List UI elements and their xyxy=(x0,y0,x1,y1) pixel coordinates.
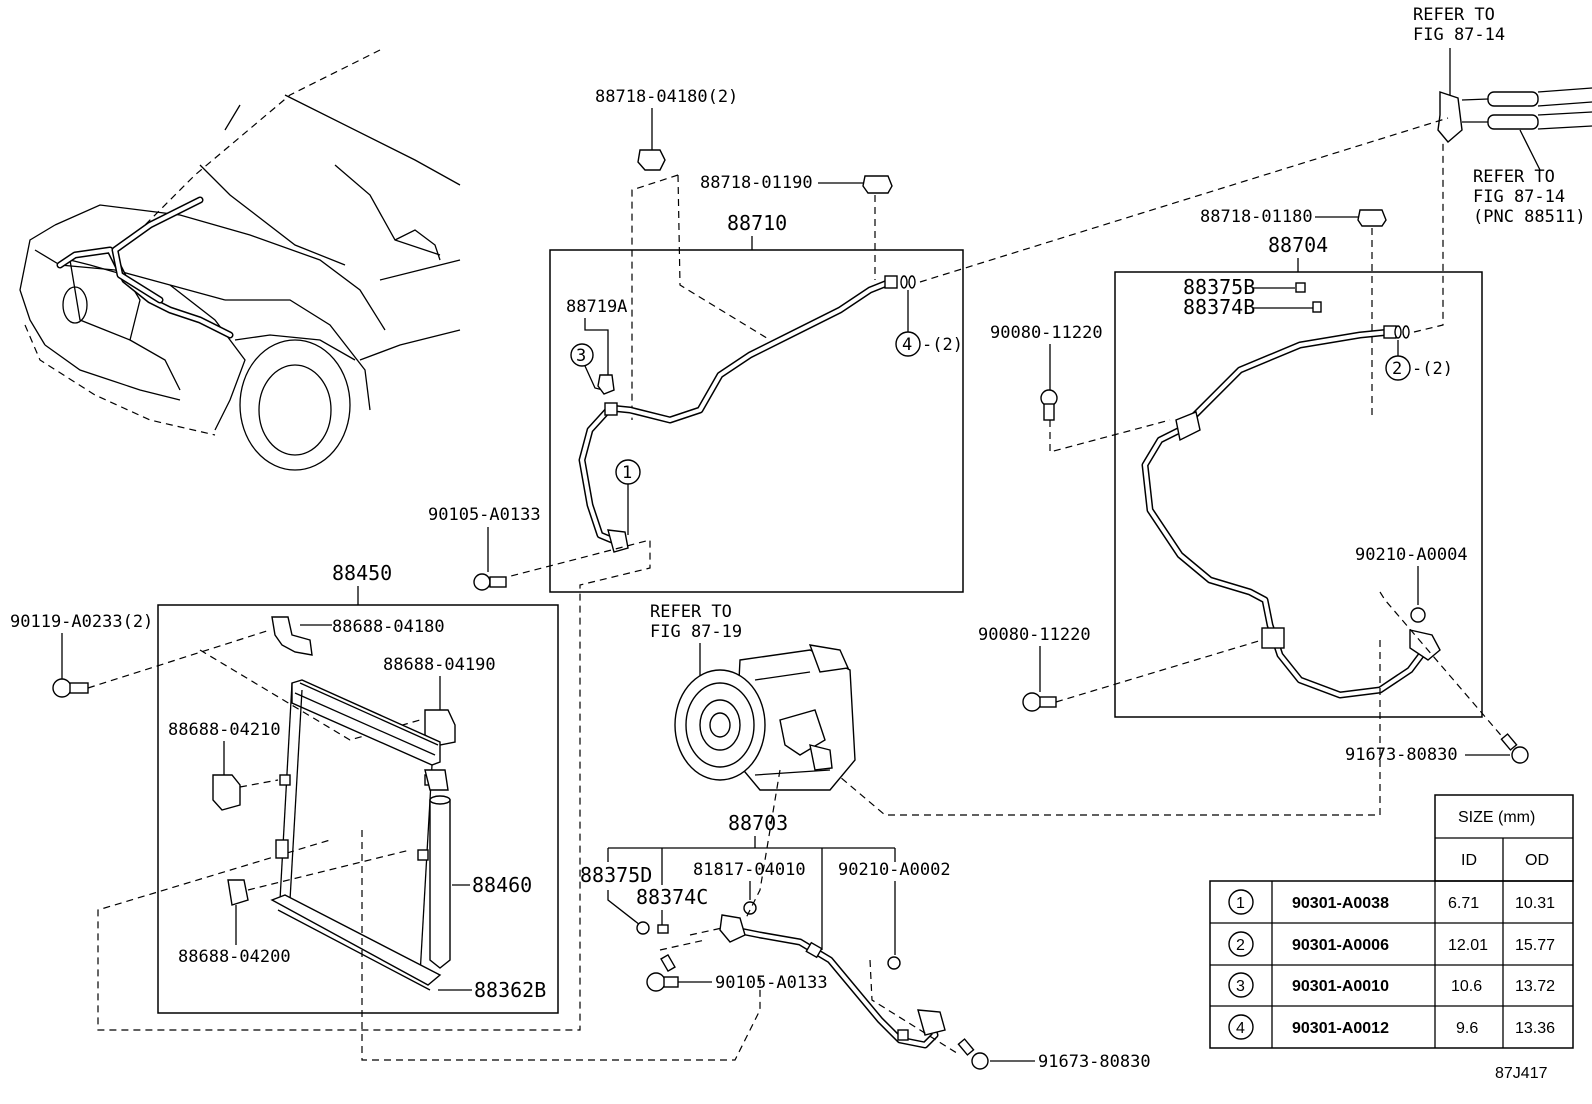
size-table-row: 2 90301-A0006 12.01 15.77 xyxy=(1228,931,1555,957)
part-number-88703: 88703 xyxy=(728,811,788,835)
part-number-90210-a0004: 90210-A0004 xyxy=(1355,545,1468,565)
refer-fig-87-14-side: REFER TO FIG 87-14 (PNC 88511) xyxy=(1473,167,1586,227)
refer-fig-87-14-top: REFER TO FIG 87-14 xyxy=(1413,5,1505,95)
label-88688-04200: 88688-04200 xyxy=(178,849,411,967)
row-id: 10.6 xyxy=(1451,978,1482,995)
part-number-90105-a0133: 90105-A0133 xyxy=(715,973,828,993)
refer-text-line1: REFER TO xyxy=(1473,167,1555,187)
label-88718-04180: 88718-04180(2) xyxy=(595,87,738,171)
size-table-row: 1 90301-A0038 6.71 10.31 xyxy=(1228,889,1555,915)
label-90080-11220-a: 90080-11220 xyxy=(990,323,1171,453)
part-number-88718-04180: 88718-04180(2) xyxy=(595,87,738,107)
part-number-88374b: 88374B xyxy=(1183,295,1255,319)
label-90080-11220-b: 90080-11220 xyxy=(978,625,1263,712)
part-number-88710: 88710 xyxy=(727,211,787,235)
refer-text-line2: FIG 87-14 xyxy=(1473,187,1565,207)
part-number-81817-04010: 81817-04010 xyxy=(693,860,806,880)
label-91673-80830-b: 91673-80830 xyxy=(957,1038,1151,1072)
part-number-88450: 88450 xyxy=(332,561,392,585)
condenser-core xyxy=(275,679,441,976)
callout-3 xyxy=(570,343,594,367)
label-90210-a0004: 90210-A0004 xyxy=(1355,545,1506,741)
size-table-row: 4 90301-A0012 9.6 13.36 xyxy=(1228,1014,1555,1040)
receiver-dryer: 88460 xyxy=(424,769,532,969)
label-90105-a0133-a: 90105-A0133 xyxy=(428,505,541,591)
part-number-88460: 88460 xyxy=(472,873,532,897)
quantity-note: -(2) xyxy=(922,335,963,355)
label-90105-a0133-b: 90105-A0133 xyxy=(646,953,828,993)
seal-88362b: 88362B xyxy=(270,894,546,1002)
refer-fig-87-19: REFER TO FIG 87-19 xyxy=(650,602,742,690)
pipe-88703 xyxy=(719,914,946,1049)
part-number-88375b: 88375B xyxy=(1183,275,1255,299)
part-number-88362b: 88362B xyxy=(474,978,546,1002)
label-88688-04190: 88688-04190 xyxy=(383,655,496,746)
row-id: 6.71 xyxy=(1448,895,1479,912)
refer-text-line1: REFER TO xyxy=(650,602,732,622)
refer-text-line2: FIG 87-14 xyxy=(1413,25,1505,45)
part-number-88375d: 88375D xyxy=(580,863,652,887)
part-number-88688-04210: 88688-04210 xyxy=(168,720,281,740)
part-number-90105-a0133: 90105-A0133 xyxy=(428,505,541,525)
connector-block-top-right xyxy=(1437,87,1592,171)
refer-text-line2: FIG 87-19 xyxy=(650,622,742,642)
part-number-90119-a0233: 90119-A0233(2) xyxy=(10,612,153,632)
refer-text-line3: (PNC 88511) xyxy=(1473,207,1586,227)
row-part-number: 90301-A0006 xyxy=(1292,937,1389,954)
size-table-col-id: ID xyxy=(1461,852,1477,869)
label-88718-01190: 88718-01190 xyxy=(700,173,893,280)
size-table-title: SIZE (mm) xyxy=(1458,809,1535,826)
row-ref: 1 xyxy=(1236,895,1245,912)
figure-reference-code: 87J417 xyxy=(1495,1065,1548,1082)
callout-4-number: 4 xyxy=(902,335,912,355)
label-88688-04180: 88688-04180 xyxy=(199,616,445,741)
size-table-row: 3 90301-A0010 10.6 13.72 xyxy=(1228,972,1555,998)
size-table: SIZE (mm) ID OD 1 90301-A0038 6.71 10.31… xyxy=(1209,794,1574,1049)
callout-2-number: 2 xyxy=(1392,359,1402,379)
row-id: 12.01 xyxy=(1448,937,1488,954)
part-number-88719a: 88719A xyxy=(566,297,627,317)
row-od: 13.36 xyxy=(1515,1020,1555,1037)
pipe-88710 xyxy=(578,275,916,553)
part-number-88718-01180: 88718-01180 xyxy=(1200,207,1313,227)
part-number-88374c: 88374C xyxy=(636,885,708,909)
callout-3-number: 3 xyxy=(576,346,586,366)
label-91673-80830-a: 91673-80830 xyxy=(1345,733,1529,765)
label-88718-01180: 88718-01180 xyxy=(1200,207,1387,420)
part-number-88688-04200: 88688-04200 xyxy=(178,947,291,967)
part-number-90080-11220: 90080-11220 xyxy=(978,625,1091,645)
callout-1-number: 1 xyxy=(622,463,632,483)
part-number-91673-80830: 91673-80830 xyxy=(1345,745,1458,765)
row-od: 13.72 xyxy=(1515,978,1555,995)
row-part-number: 90301-A0038 xyxy=(1292,895,1389,912)
row-ref: 2 xyxy=(1236,937,1245,954)
row-part-number: 90301-A0012 xyxy=(1292,1020,1389,1037)
part-number-88718-01190: 88718-01190 xyxy=(700,173,813,193)
ac-compressor xyxy=(674,644,856,791)
row-part-number: 90301-A0010 xyxy=(1292,978,1389,995)
part-number-88688-04180: 88688-04180 xyxy=(332,617,445,637)
size-table-col-od: OD xyxy=(1525,852,1549,869)
refer-text-line1: REFER TO xyxy=(1413,5,1495,25)
part-number-91673-80830: 91673-80830 xyxy=(1038,1052,1151,1072)
vehicle-illustration xyxy=(19,49,461,471)
pipe-88704 xyxy=(1141,325,1441,699)
part-number-90210-a0002: 90210-A0002 xyxy=(838,860,951,880)
row-od: 15.77 xyxy=(1515,937,1555,954)
quantity-note: -(2) xyxy=(1412,359,1453,379)
row-od: 10.31 xyxy=(1515,895,1555,912)
label-88688-04210: 88688-04210 xyxy=(168,720,281,811)
row-id: 9.6 xyxy=(1456,1020,1478,1037)
row-ref: 4 xyxy=(1236,1020,1245,1037)
group-box-88710 xyxy=(549,249,964,593)
part-number-88704: 88704 xyxy=(1268,233,1328,257)
part-number-90080-11220: 90080-11220 xyxy=(990,323,1103,343)
group-box-88450 xyxy=(157,604,559,1014)
group-box-88704 xyxy=(1114,271,1483,718)
row-ref: 3 xyxy=(1236,978,1245,995)
label-90119-a0233: 90119-A0233(2) xyxy=(10,612,271,698)
part-number-88688-04190: 88688-04190 xyxy=(383,655,496,675)
